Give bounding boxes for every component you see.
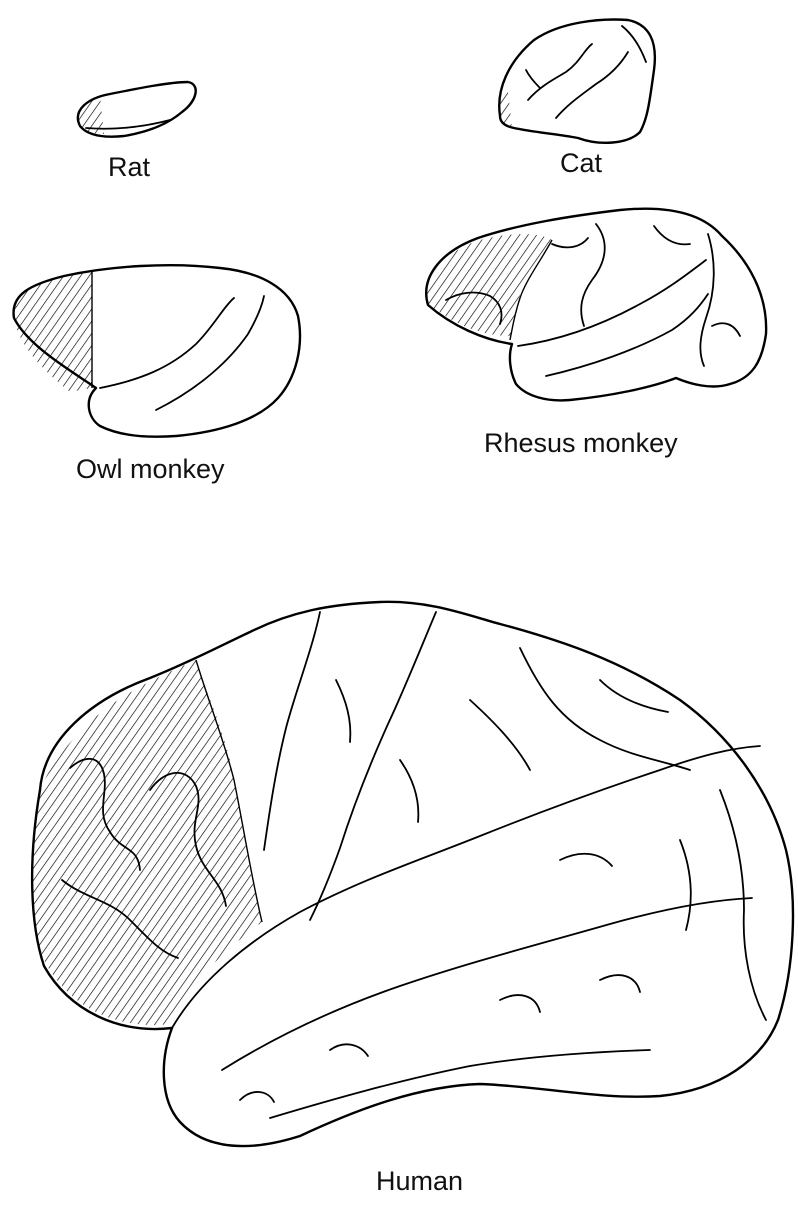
cat-brain-outline <box>499 20 655 143</box>
human-brain-drawing <box>20 602 793 1146</box>
owl-monkey-label: Owl monkey <box>76 454 225 484</box>
rat-brain-drawing <box>78 82 196 137</box>
rhesus-monkey-brain-drawing <box>420 209 766 401</box>
human-label: Human <box>376 1166 463 1196</box>
cat-brain-drawing <box>499 20 655 143</box>
owl-monkey-brain-drawing <box>0 250 300 437</box>
owl-monkey-prefrontal-hatching <box>0 250 100 410</box>
cat-label: Cat <box>560 148 603 178</box>
rat-label: Rat <box>108 152 151 182</box>
rhesus-monkey-label: Rhesus monkey <box>484 428 678 458</box>
